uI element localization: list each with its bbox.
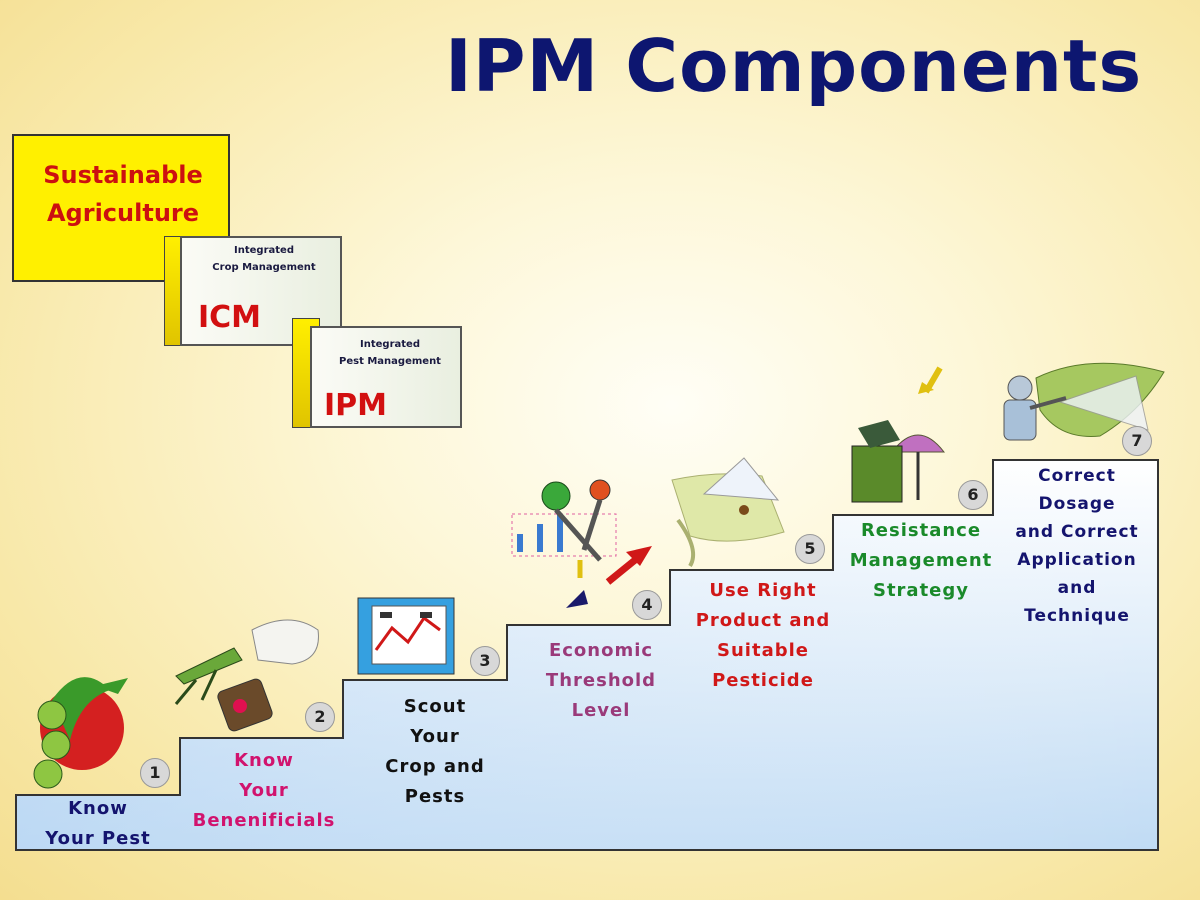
icm-abbr: ICM [198, 300, 262, 335]
step-3-number: 3 [470, 646, 500, 676]
step-7-line-3: and Correct [1015, 522, 1139, 542]
step-5-line-3: Suitable [717, 640, 809, 661]
step-3-line-2: Your [410, 726, 460, 747]
step-5-line-1: Use Right [709, 580, 817, 601]
step-3-line-1: Scout [403, 696, 467, 717]
step-2-line-2: Your [239, 780, 289, 801]
step-7-line-4: Application [1017, 550, 1137, 570]
step-4-label: Economic Threshold Level [518, 636, 684, 726]
step-7-number: 7 [1122, 426, 1152, 456]
beneficials-illustration [174, 619, 319, 732]
ipm-abbr: IPM [324, 388, 388, 423]
step-2-line-1: Know [234, 750, 294, 771]
resistance-illustration [851, 366, 946, 503]
step-6-line-2: Management [849, 550, 993, 571]
step-1-line-2: Your Pest [45, 828, 151, 849]
icm-caption-line-1: Integrated [234, 245, 294, 256]
step-4-number: 4 [632, 590, 662, 620]
sustainable-line-2: Agriculture [46, 199, 200, 227]
step-6-line-3: Strategy [872, 580, 970, 601]
sustainable-line-1: Sustainable [43, 161, 203, 189]
step-1-label: Know Your Pest [18, 794, 178, 854]
step-6-line-1: Resistance [860, 520, 982, 541]
threshold-illustration [511, 479, 652, 608]
icm-caption: Integrated Crop Management [186, 242, 342, 276]
step-1-line-1: Know [68, 798, 128, 819]
step-5-number: 5 [795, 534, 825, 564]
step-4-line-3: Level [571, 700, 631, 721]
ipm-caption: Integrated Pest Management [318, 336, 462, 370]
step-7-line-2: Dosage [1038, 494, 1116, 514]
step-5-line-4: Pesticide [712, 670, 814, 691]
step-3-line-4: Pests [404, 786, 466, 807]
application-illustration [1003, 362, 1165, 441]
step-7-label: Correct Dosage and Correct Application a… [998, 462, 1156, 630]
step-7-line-1: Correct [1038, 466, 1116, 486]
step-5-line-2: Product and [695, 610, 831, 631]
step-6-number: 6 [958, 480, 988, 510]
scouting-chart-illustration [357, 597, 455, 675]
icm-caption-line-2: Crop Management [212, 262, 316, 273]
page-title: IPM Components [445, 24, 1143, 108]
step-3-line-3: Crop and [385, 756, 485, 777]
step-7-line-6: Technique [1024, 606, 1130, 626]
step-7-line-5: and [1057, 578, 1097, 598]
step-6-label: Resistance Management Strategy [838, 516, 1004, 606]
apple-pest-illustration [33, 677, 128, 789]
step-4-line-2: Threshold [545, 670, 657, 691]
pesticide-illustration [671, 457, 785, 568]
step-2-line-3: Benenificials [192, 810, 336, 831]
ipm-caption-line-2: Pest Management [339, 356, 441, 367]
ipm-caption-line-1: Integrated [360, 339, 420, 350]
step-1-number: 1 [140, 758, 170, 788]
step-5-label: Use Right Product and Suitable Pesticide [678, 576, 848, 696]
step-3-label: Scout Your Crop and Pests [355, 692, 515, 812]
step-4-line-1: Economic [548, 640, 654, 661]
sustainable-agriculture-label: Sustainable Agriculture [18, 156, 228, 232]
ipm-box [310, 326, 462, 428]
step-2-number: 2 [305, 702, 335, 732]
step-2-label: Know Your Benenificials [184, 746, 344, 836]
